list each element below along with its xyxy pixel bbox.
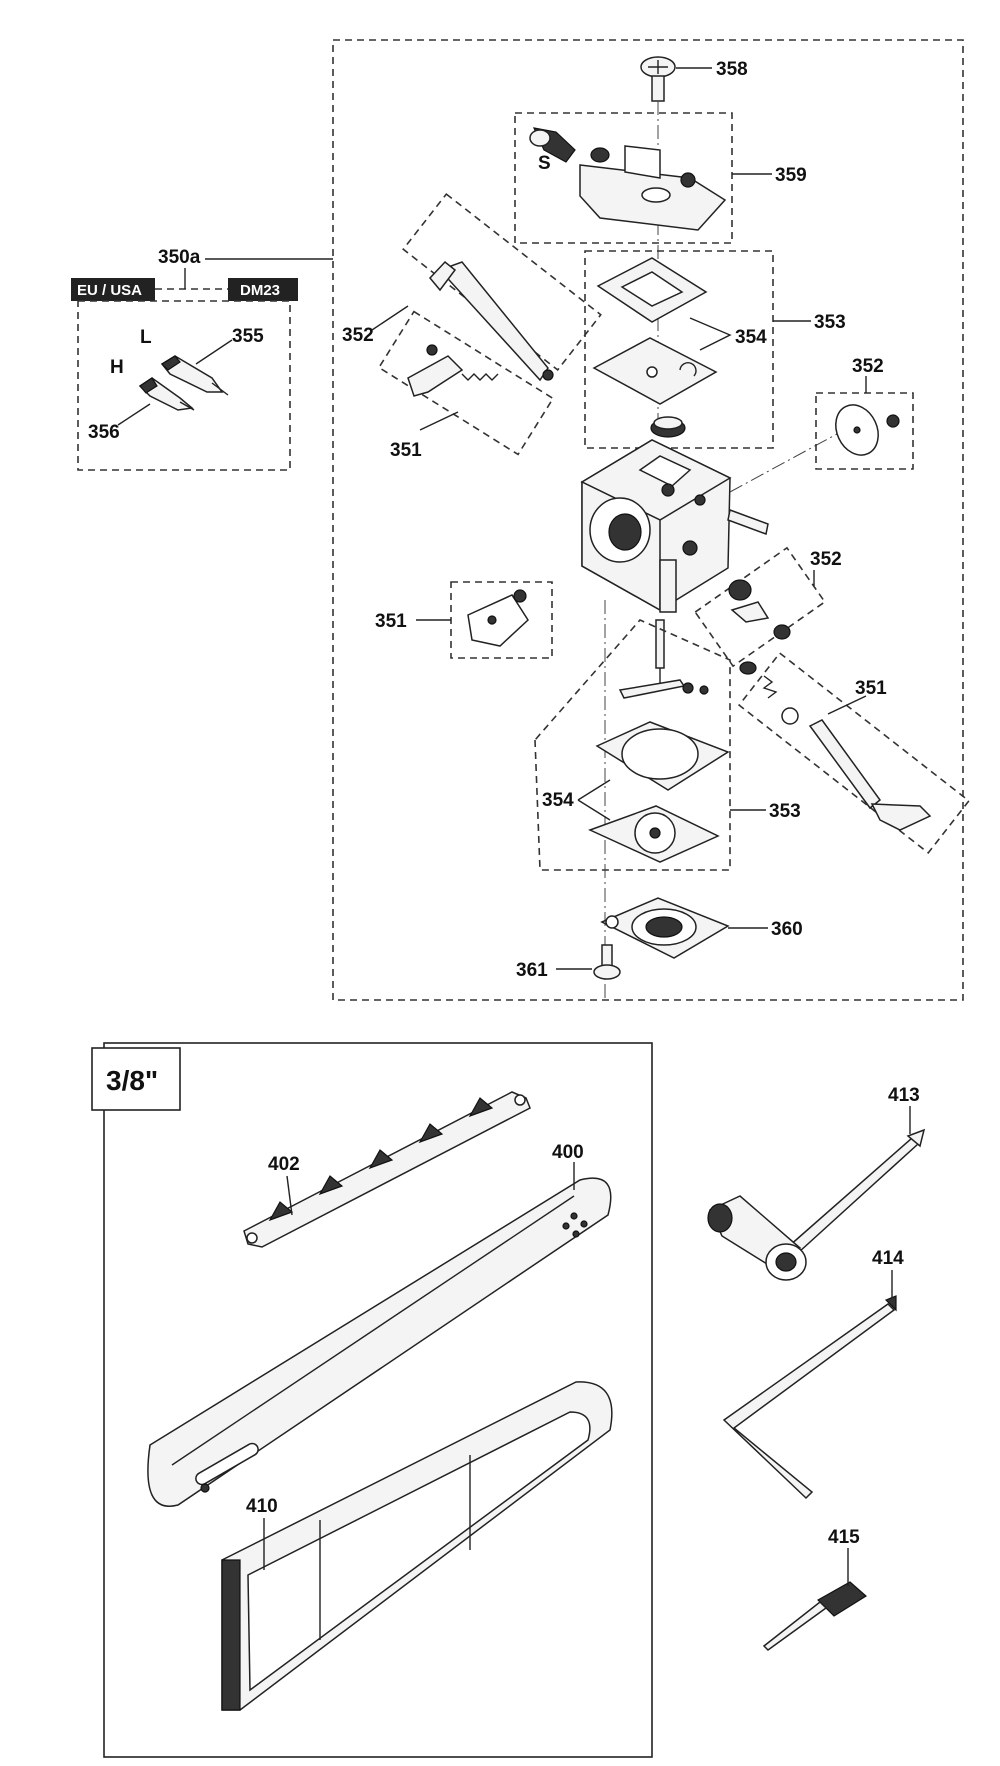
throttle-lever-icon [407,344,499,397]
screwdriver-icon [762,1581,868,1651]
eu-usa-tag-text: EU / USA [77,282,142,299]
gasket-upper-2-icon [592,337,718,405]
label-358: 358 [716,59,748,80]
combination-wrench-icon [707,1128,926,1281]
axis-352-right [729,427,849,493]
label-351-left-lower: 351 [375,611,407,632]
label-402: 402 [268,1154,300,1175]
label-354-upper: 354 [735,327,767,348]
hex-key-icon [722,1295,897,1500]
label-352-right-upper: 352 [852,356,884,377]
letter-s: S [538,153,551,174]
bar-chain-group-frame [103,1042,653,1758]
label-361: 361 [516,960,548,981]
leader-351-left-upper [419,411,459,431]
choke-shaft-icon [739,661,932,831]
label-354-lower: 354 [542,790,574,811]
gasket-group-lower-frame [534,619,731,871]
label-350a: 350a [158,247,201,268]
eu-usa-tag [71,278,155,301]
throttle-lever-group-frame [377,310,555,456]
leader-351-right [827,695,867,715]
adjusting-screw-h-icon [138,377,195,411]
choke-plug-icon [529,127,576,163]
label-410: 410 [246,1496,278,1517]
letter-l: L [140,327,152,348]
leader-354-lower [577,779,611,821]
label-351-right: 351 [855,678,887,699]
throttle-valve-icon [467,589,529,647]
carburetor-group-frame [332,39,964,1001]
leader-352-left [371,305,409,331]
screw-361-icon [593,944,621,980]
choke-shaft-group-frame [737,651,971,855]
screw-358-icon [640,56,676,102]
adjusting-screw-l-icon [160,355,229,396]
label-352-right-middle: 352 [810,549,842,570]
inlet-needle-icon [618,619,709,699]
gasket-lower-1-icon [595,721,730,791]
label-353-upper: 353 [814,312,846,333]
carb-cover-icon [579,145,727,231]
label-353-lower: 353 [769,801,801,822]
leader-355 [195,339,233,365]
choke-valve-icon [835,404,900,456]
label-351-left-upper: 351 [390,440,422,461]
guide-bar-icon [147,1177,612,1507]
bar-cover-icon [221,1381,613,1711]
chain-pitch-label: 3/8" [106,1065,158,1096]
label-359: 359 [775,165,807,186]
gasket-upper-1-icon [596,257,708,323]
saw-chain-icon [243,1091,531,1248]
label-355: 355 [232,326,264,347]
carburetor-body-icon [580,439,769,613]
throttle-shaft-icon [428,260,554,382]
label-400: 400 [552,1142,584,1163]
label-356: 356 [88,422,120,443]
dm23-tag [228,278,298,301]
leader-356 [117,403,151,426]
letter-h: H [110,357,124,378]
label-415: 415 [828,1527,860,1548]
adjust-screws-group-frame [77,300,291,471]
diaphragm-lower-icon [588,805,720,863]
label-360: 360 [771,919,803,940]
dm23-tag-text: DM23 [240,282,280,299]
label-352-left: 352 [342,325,374,346]
choke-valve-group-frame [815,392,914,470]
cover-group-frame [514,112,733,244]
choke-lever-icon [728,579,791,640]
leader-402 [286,1175,293,1216]
label-413: 413 [888,1085,920,1106]
label-414: 414 [872,1248,904,1269]
leader-354-upper [689,317,732,351]
filter-screen-icon [650,416,686,438]
chain-pitch-box [91,1047,181,1111]
pump-cover-icon [600,897,730,959]
